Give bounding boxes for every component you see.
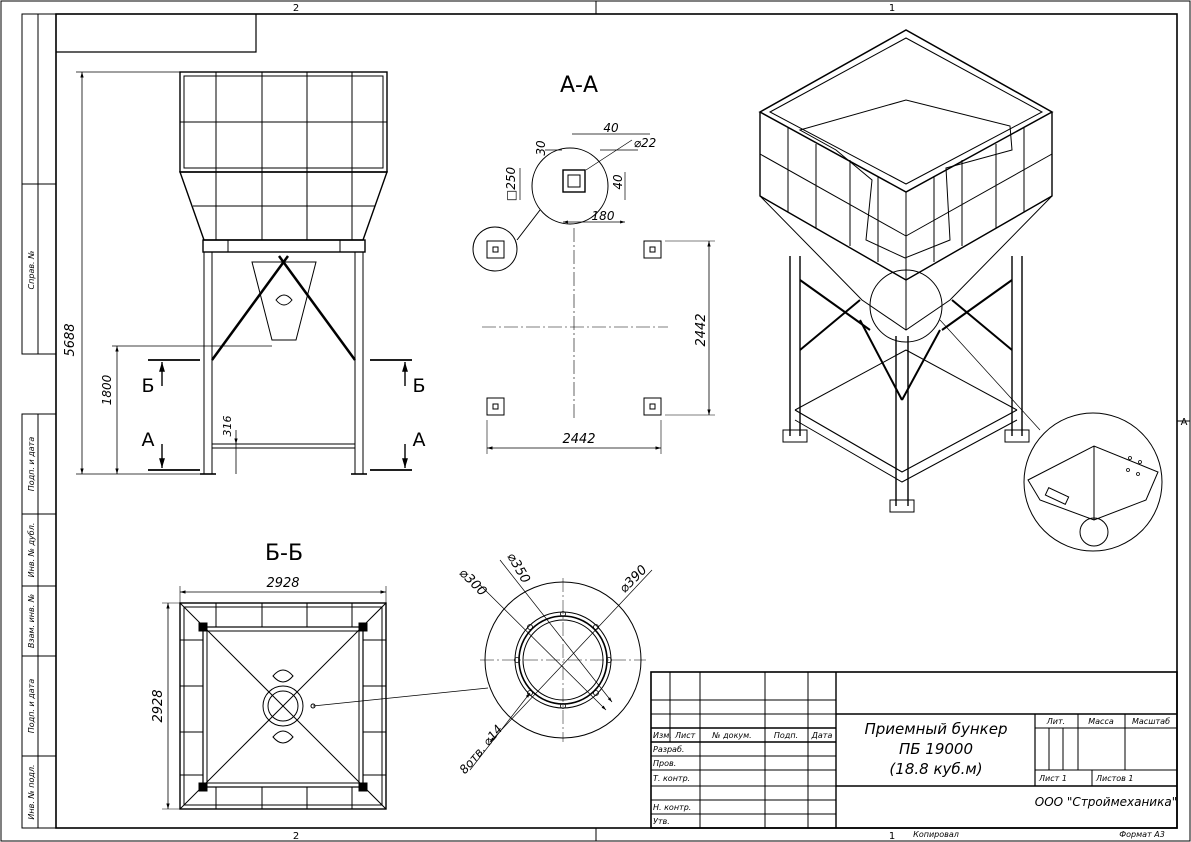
dim-316: 316 (221, 416, 234, 437)
side-stamps: Справ. № Подп. и дата Инв. № дубл. Взам.… (27, 251, 36, 820)
title-row-prov: Пров. (653, 759, 676, 768)
title-row-nkontr: Н. контр. (653, 803, 691, 812)
title-row-tkontr: Т. контр. (653, 774, 690, 783)
dim-1800: 1800 (100, 374, 114, 405)
dim-total-height: 5688 (63, 323, 78, 356)
title-lit: Лит. (1046, 717, 1065, 726)
stamp-vzam: Взам. инв. № (27, 594, 36, 648)
title-scale: Масштаб (1132, 717, 1170, 726)
dim-aa-40-top: 40 (603, 121, 619, 135)
dim-bb-2928-height: 2928 (151, 689, 166, 722)
stamp-inv-podl: Инв. № подл. (27, 764, 36, 819)
dim-aa-2442-horizontal: 2442 (562, 432, 595, 447)
cut-label-b-left: Б (141, 375, 154, 397)
title-company: ООО "Строймеханика" (1035, 795, 1177, 809)
title-col-izm: Изм. (653, 731, 672, 740)
front-view-dims (76, 71, 412, 475)
title-sheets: Листов 1 (1095, 774, 1134, 783)
zone-right: A (1181, 417, 1188, 428)
title-copied: Копировал (913, 830, 959, 839)
title-name-line2: ПБ 19000 (899, 740, 973, 758)
dim-aa-40-side: 40 (611, 174, 625, 190)
section-bb-title: Б-Б (265, 541, 303, 566)
title-row-utv: Утв. (653, 817, 670, 826)
title-name-line3: (18.8 куб.м) (889, 760, 982, 778)
cut-label-a-right: А (413, 429, 426, 451)
title-format: Формат А3 (1119, 830, 1165, 839)
title-col-doc: № докум. (711, 731, 751, 740)
dim-aa-2442-vertical: 2442 (694, 313, 709, 346)
dim-aa-d22: ⌀22 (634, 136, 657, 150)
section-aa-title: А-А (560, 73, 598, 98)
title-name-line1: Приемный бункер (864, 720, 1007, 738)
stamp-inv-dubl: Инв. № дубл. (27, 523, 36, 578)
zone-labels: 2 1 2 1 A (293, 3, 1188, 842)
title-sheet: Лист 1 (1038, 774, 1067, 783)
zone-bottom-right: 1 (889, 831, 895, 842)
dim-aa-30: 30 (534, 140, 548, 156)
zone-top-left: 2 (293, 3, 299, 14)
title-block (650, 671, 1178, 829)
front-view (179, 71, 388, 475)
dim-aa-180: 180 (592, 209, 615, 223)
title-col-list: Лист (674, 731, 696, 740)
section-bb (162, 586, 489, 810)
stamp-sprav: Справ. № (27, 251, 36, 290)
title-col-date: Дата (811, 731, 833, 740)
dim-bb-2928-width: 2928 (266, 576, 299, 591)
title-block-text: Приемный бункер ПБ 19000 (18.8 куб.м) ОО… (653, 717, 1177, 839)
dim-aa-250: □250 (504, 167, 518, 202)
dim-flange-d300: ⌀300 (456, 566, 490, 600)
title-col-sign: Подп. (774, 731, 798, 740)
title-row-razrab: Разраб. (653, 745, 684, 754)
isometric-view (758, 29, 1163, 552)
stamp-podp-1: Подп. и дата (27, 437, 36, 492)
stamp-podp-2: Подп. и дата (27, 679, 36, 734)
dim-flange-d350: ⌀350 (503, 550, 532, 586)
zone-top-right: 1 (889, 3, 895, 14)
dim-flange-holes: 8отв. ⌀14 (457, 722, 506, 776)
section-aa (472, 133, 715, 454)
cut-label-b-right: Б (412, 375, 425, 397)
zone-bottom-left: 2 (293, 831, 299, 842)
flange-detail (469, 559, 653, 771)
dim-flange-d390: ⌀390 (617, 563, 651, 597)
title-mass: Масса (1088, 717, 1114, 726)
cut-label-a-left: А (142, 429, 155, 451)
